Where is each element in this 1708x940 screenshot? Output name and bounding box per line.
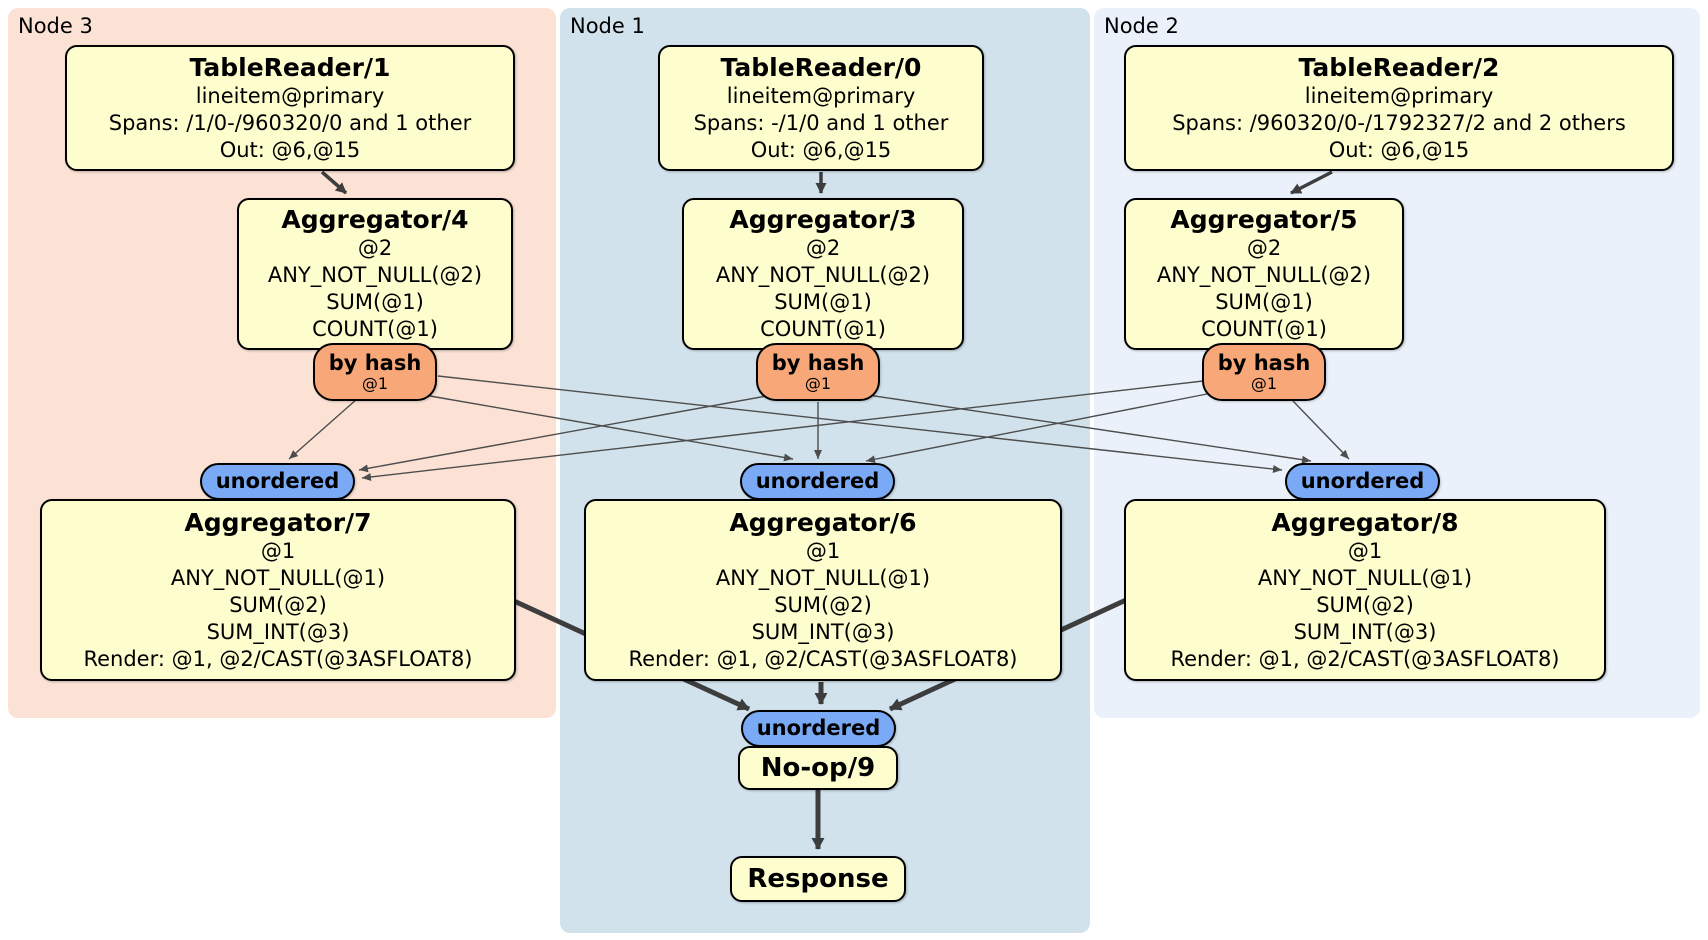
region-node3-label: Node 3 [18, 14, 93, 38]
processor-aggregator-5: Aggregator/5 @2 ANY_NOT_NULL(@2) SUM(@1)… [1124, 198, 1404, 350]
processor-aggregator-6: Aggregator/6 @1 ANY_NOT_NULL(@1) SUM(@2)… [584, 499, 1062, 681]
router-by-hash-middle: by hash @1 [756, 343, 880, 401]
processor-line: lineitem@primary [195, 83, 385, 108]
processor-title: TableReader/0 [720, 52, 922, 82]
processor-response: Response [730, 856, 906, 902]
router-label: by hash [1217, 351, 1311, 375]
stream-label: unordered [215, 469, 340, 493]
stream-unordered-right: unordered [1285, 463, 1440, 500]
processor-title: Aggregator/3 [729, 205, 917, 234]
processor-line: lineitem@primary [1304, 83, 1494, 108]
stream-label: unordered [755, 469, 880, 493]
processor-line: SUM_INT(@3) [751, 619, 895, 644]
processor-line: @1 [260, 538, 296, 563]
processor-title: Aggregator/8 [1271, 507, 1459, 537]
router-key: @1 [1250, 374, 1278, 393]
processor-tablereader-0: TableReader/0 lineitem@primary Spans: -/… [658, 45, 984, 171]
processor-title: Aggregator/7 [184, 507, 372, 537]
processor-line: ANY_NOT_NULL(@1) [1257, 565, 1473, 590]
processor-noop-9: No-op/9 [738, 746, 898, 790]
processor-aggregator-7: Aggregator/7 @1 ANY_NOT_NULL(@1) SUM(@2)… [40, 499, 516, 681]
processor-line: COUNT(@1) [312, 317, 438, 341]
router-key: @1 [804, 374, 832, 393]
processor-title: No-op/9 [760, 753, 876, 783]
processor-line: ANY_NOT_NULL(@1) [715, 565, 931, 590]
processor-line: @2 [1246, 236, 1282, 260]
processor-line: SUM(@1) [326, 290, 424, 314]
region-node1-label: Node 1 [570, 14, 645, 38]
stream-unordered-middle: unordered [740, 463, 895, 500]
processor-line: SUM(@2) [229, 592, 327, 617]
processor-line: COUNT(@1) [760, 317, 886, 341]
processor-line: Render: @1, @2/CAST(@3ASFLOAT8) [1170, 646, 1560, 671]
processor-line: SUM(@2) [774, 592, 872, 617]
processor-line: Spans: /960320/0-/1792327/2 and 2 others [1172, 110, 1626, 135]
processor-line: @1 [1347, 538, 1383, 563]
processor-line: ANY_NOT_NULL(@2) [1156, 263, 1372, 287]
processor-title: Aggregator/5 [1170, 205, 1358, 234]
processor-aggregator-8: Aggregator/8 @1 ANY_NOT_NULL(@1) SUM(@2)… [1124, 499, 1606, 681]
processor-tablereader-2: TableReader/2 lineitem@primary Spans: /9… [1124, 45, 1674, 171]
processor-line: @2 [357, 236, 393, 260]
processor-line: Spans: -/1/0 and 1 other [693, 110, 949, 135]
processor-line: Spans: /1/0-/960320/0 and 1 other [108, 110, 472, 135]
processor-aggregator-4: Aggregator/4 @2 ANY_NOT_NULL(@2) SUM(@1)… [237, 198, 513, 350]
router-label: by hash [328, 351, 422, 375]
stream-label: unordered [1300, 469, 1425, 493]
processor-title: TableReader/1 [189, 52, 391, 82]
processor-line: SUM_INT(@3) [1293, 619, 1437, 644]
processor-line: lineitem@primary [726, 83, 916, 108]
router-label: by hash [771, 351, 865, 375]
processor-aggregator-3: Aggregator/3 @2 ANY_NOT_NULL(@2) SUM(@1)… [682, 198, 964, 350]
processor-line: ANY_NOT_NULL(@2) [267, 263, 483, 287]
processor-line: @2 [805, 236, 841, 260]
processor-line: SUM_INT(@3) [206, 619, 350, 644]
processor-line: ANY_NOT_NULL(@1) [170, 565, 386, 590]
processor-line: SUM(@1) [774, 290, 872, 314]
processor-title: Aggregator/4 [281, 205, 469, 234]
router-by-hash-right: by hash @1 [1202, 343, 1326, 401]
processor-tablereader-1: TableReader/1 lineitem@primary Spans: /1… [65, 45, 515, 171]
region-node2-label: Node 2 [1104, 14, 1179, 38]
processor-line: SUM(@2) [1316, 592, 1414, 617]
stream-unordered-bottom: unordered [741, 710, 896, 747]
processor-title: Aggregator/6 [729, 507, 917, 537]
router-key: @1 [361, 374, 389, 393]
processor-line: Out: @6,@15 [1328, 137, 1470, 162]
processor-title: Response [747, 864, 889, 894]
processor-line: Out: @6,@15 [219, 137, 361, 162]
processor-line: Render: @1, @2/CAST(@3ASFLOAT8) [83, 646, 473, 671]
stream-unordered-left: unordered [200, 463, 355, 500]
stream-label: unordered [756, 716, 881, 740]
processor-line: Out: @6,@15 [750, 137, 892, 162]
processor-line: COUNT(@1) [1201, 317, 1327, 341]
processor-line: ANY_NOT_NULL(@2) [715, 263, 931, 287]
processor-line: Render: @1, @2/CAST(@3ASFLOAT8) [628, 646, 1018, 671]
processor-title: TableReader/2 [1298, 52, 1500, 82]
processor-line: SUM(@1) [1215, 290, 1313, 314]
router-by-hash-left: by hash @1 [313, 343, 437, 401]
processor-line: @1 [805, 538, 841, 563]
